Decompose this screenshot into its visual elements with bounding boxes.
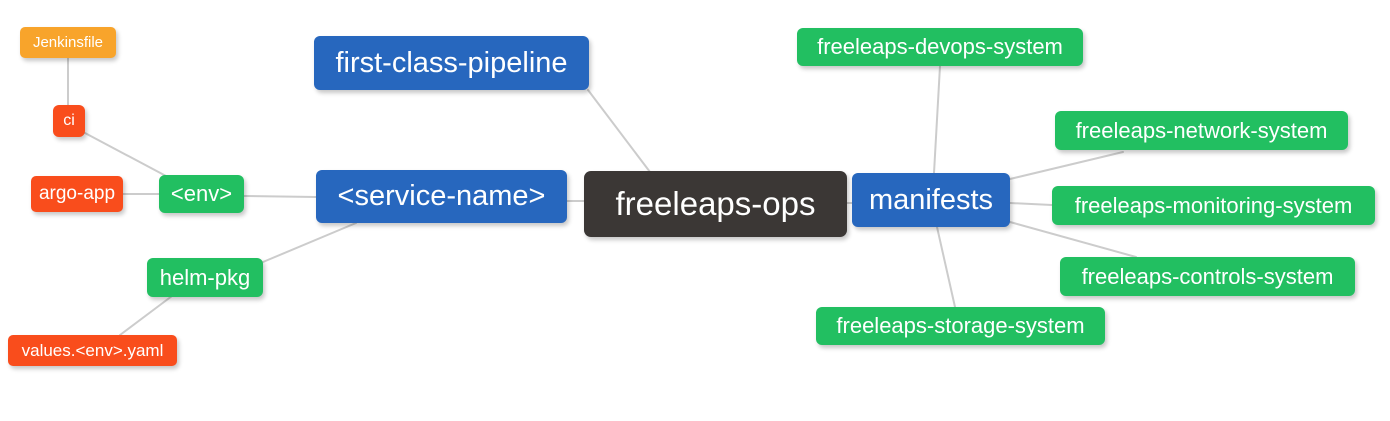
edge-manifests-monitoring (1009, 202, 1053, 206)
node-first-class-pipeline[interactable]: first-class-pipeline (314, 36, 589, 90)
edge-env-service-name (243, 195, 317, 198)
edge-pipeline-root (587, 89, 651, 173)
edge-helm-pkg-values-yaml (119, 295, 173, 336)
node-manifests[interactable]: manifests (852, 173, 1010, 227)
node-storage-system[interactable]: freeleaps-storage-system (816, 307, 1105, 345)
node-values-env-yaml[interactable]: values.<env>.yaml (8, 335, 177, 366)
node-monitoring-system[interactable]: freeleaps-monitoring-system (1052, 186, 1375, 225)
node-argo-app[interactable]: argo-app (31, 176, 123, 212)
edge-manifests-network (1009, 151, 1124, 180)
node-devops-system[interactable]: freeleaps-devops-system (797, 28, 1083, 66)
edge-manifests-storage (936, 226, 956, 308)
node-network-system[interactable]: freeleaps-network-system (1055, 111, 1348, 150)
node-jenkinsfile[interactable]: Jenkinsfile (20, 27, 116, 58)
node-freeleaps-ops-root[interactable]: freeleaps-ops (584, 171, 847, 237)
node-service-name[interactable]: <service-name> (316, 170, 567, 223)
edge-manifests-controls (1009, 221, 1137, 258)
node-env[interactable]: <env> (159, 175, 244, 213)
edge-manifests-devops (933, 65, 941, 174)
edge-service-name-helm-pkg (262, 222, 357, 263)
edge-ci-env (84, 132, 167, 177)
node-ci[interactable]: ci (53, 105, 85, 137)
node-helm-pkg[interactable]: helm-pkg (147, 258, 263, 297)
node-controls-system[interactable]: freeleaps-controls-system (1060, 257, 1355, 296)
